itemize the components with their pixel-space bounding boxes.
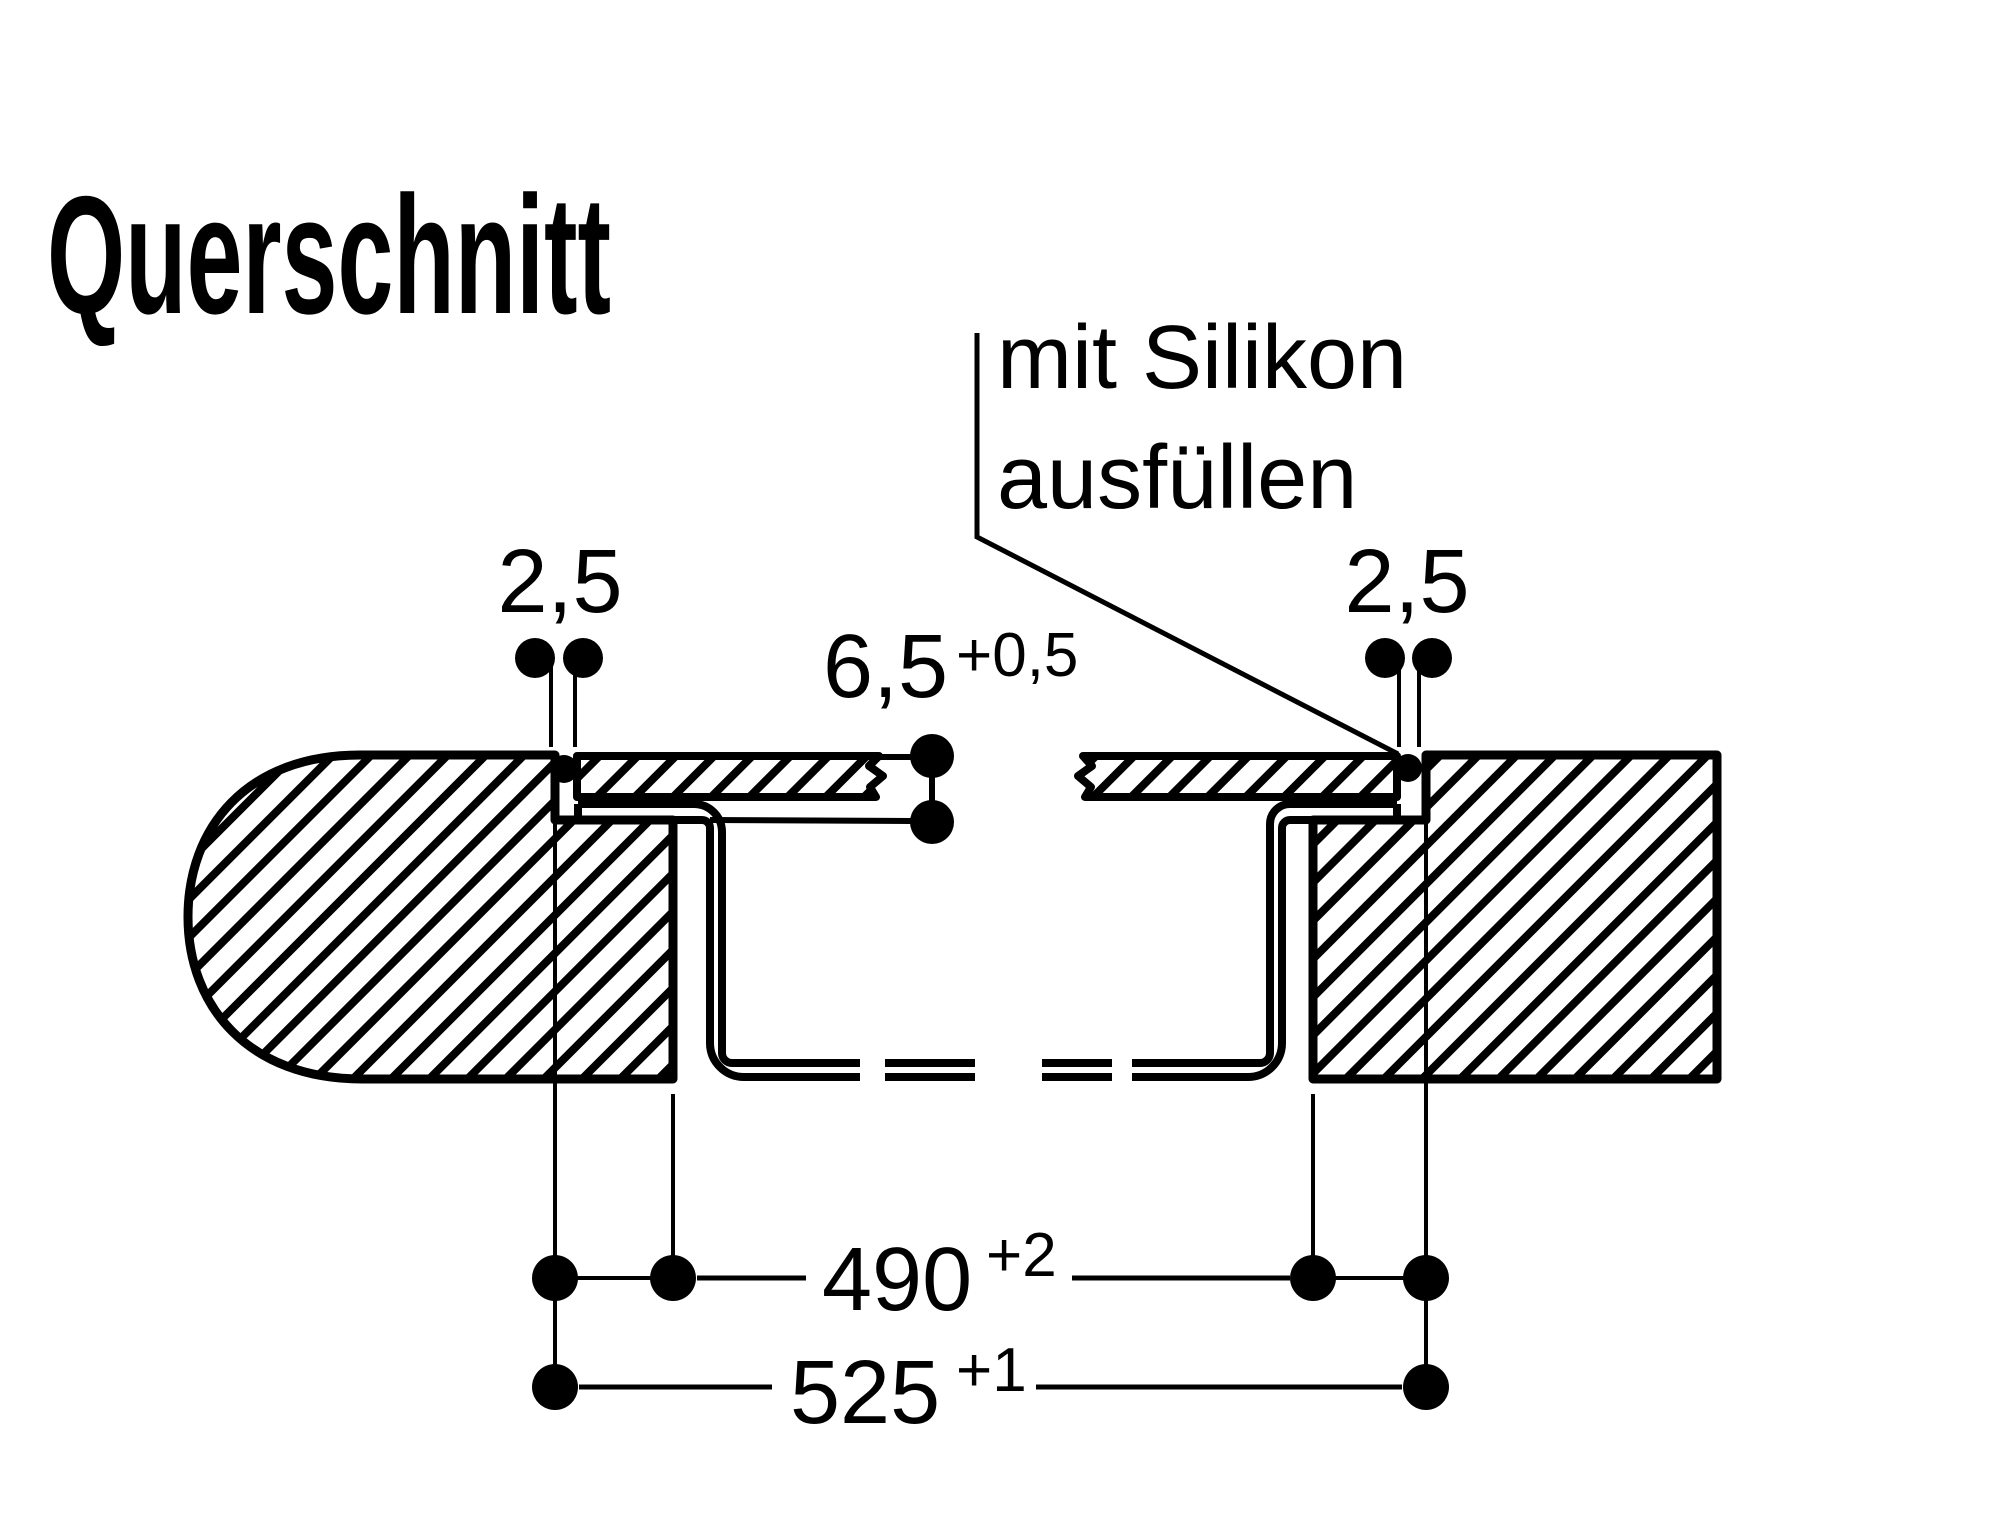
dim-joint-right-label: 2,5 <box>1344 532 1469 632</box>
dot-cutout-row-right <box>1290 1255 1336 1301</box>
dot-panel-top <box>910 734 954 778</box>
dot-cutout-row-left <box>650 1255 696 1301</box>
silicone-leader-line <box>974 333 1400 757</box>
flange-left-bottom-line <box>578 816 860 1081</box>
dot-joint-left-a <box>515 638 555 678</box>
dot-joint-left-b <box>563 638 603 678</box>
dim-panel-tolerance: +0,5 <box>956 621 1078 690</box>
worktop-section <box>183 750 1722 1084</box>
flange-right-top-line <box>1132 800 1397 1067</box>
dot-panel-bottom <box>910 800 954 844</box>
dot-joint-right-a <box>1365 638 1405 678</box>
flange-left-top-line <box>578 800 860 1067</box>
dot-cutout-row-right-outer <box>1403 1255 1449 1301</box>
dot-cutout-row-left-outer <box>532 1255 578 1301</box>
glass-panel-left <box>573 752 887 801</box>
appliance-flange <box>574 800 1401 1081</box>
dimension-labels: 2,5 2,5 6,5 +0,5 490 +2 525 +1 <box>497 532 1469 1443</box>
dim-cutout-tolerance: +2 <box>986 1221 1057 1290</box>
silicone-note: mit Silikon ausfüllen <box>974 308 1407 757</box>
panel-thickness-leaders <box>709 754 935 824</box>
dot-joint-right-b <box>1412 638 1452 678</box>
leader-panel-bottom <box>709 817 912 824</box>
glass-panel <box>573 752 1401 801</box>
dot-recess-row-right <box>1403 1364 1449 1410</box>
dot-recess-row-left <box>532 1364 578 1410</box>
drawing-title: Querschnitt <box>47 161 611 349</box>
flange-right-bottom-line <box>1132 816 1397 1081</box>
dim-joint-left-label: 2,5 <box>497 532 622 632</box>
worktop-right-shape <box>1308 750 1722 1084</box>
dim-recess-tolerance: +1 <box>956 1336 1027 1405</box>
silicone-note-line1: mit Silikon <box>997 308 1407 408</box>
dim-cutout-label: 490 <box>822 1230 972 1330</box>
dimension-dots <box>515 638 1452 1410</box>
silicone-joint-dot-right <box>1394 754 1422 782</box>
worktop-left-shape <box>183 750 678 1084</box>
silicone-note-line2: ausfüllen <box>997 428 1357 528</box>
dim-panel-label: 6,5 <box>823 617 948 717</box>
flange-break-dashes <box>885 1059 1112 1081</box>
dim-recess-label: 525 <box>790 1343 940 1443</box>
glass-panel-right <box>1074 752 1401 801</box>
silicone-joint-dot-left <box>550 755 578 783</box>
